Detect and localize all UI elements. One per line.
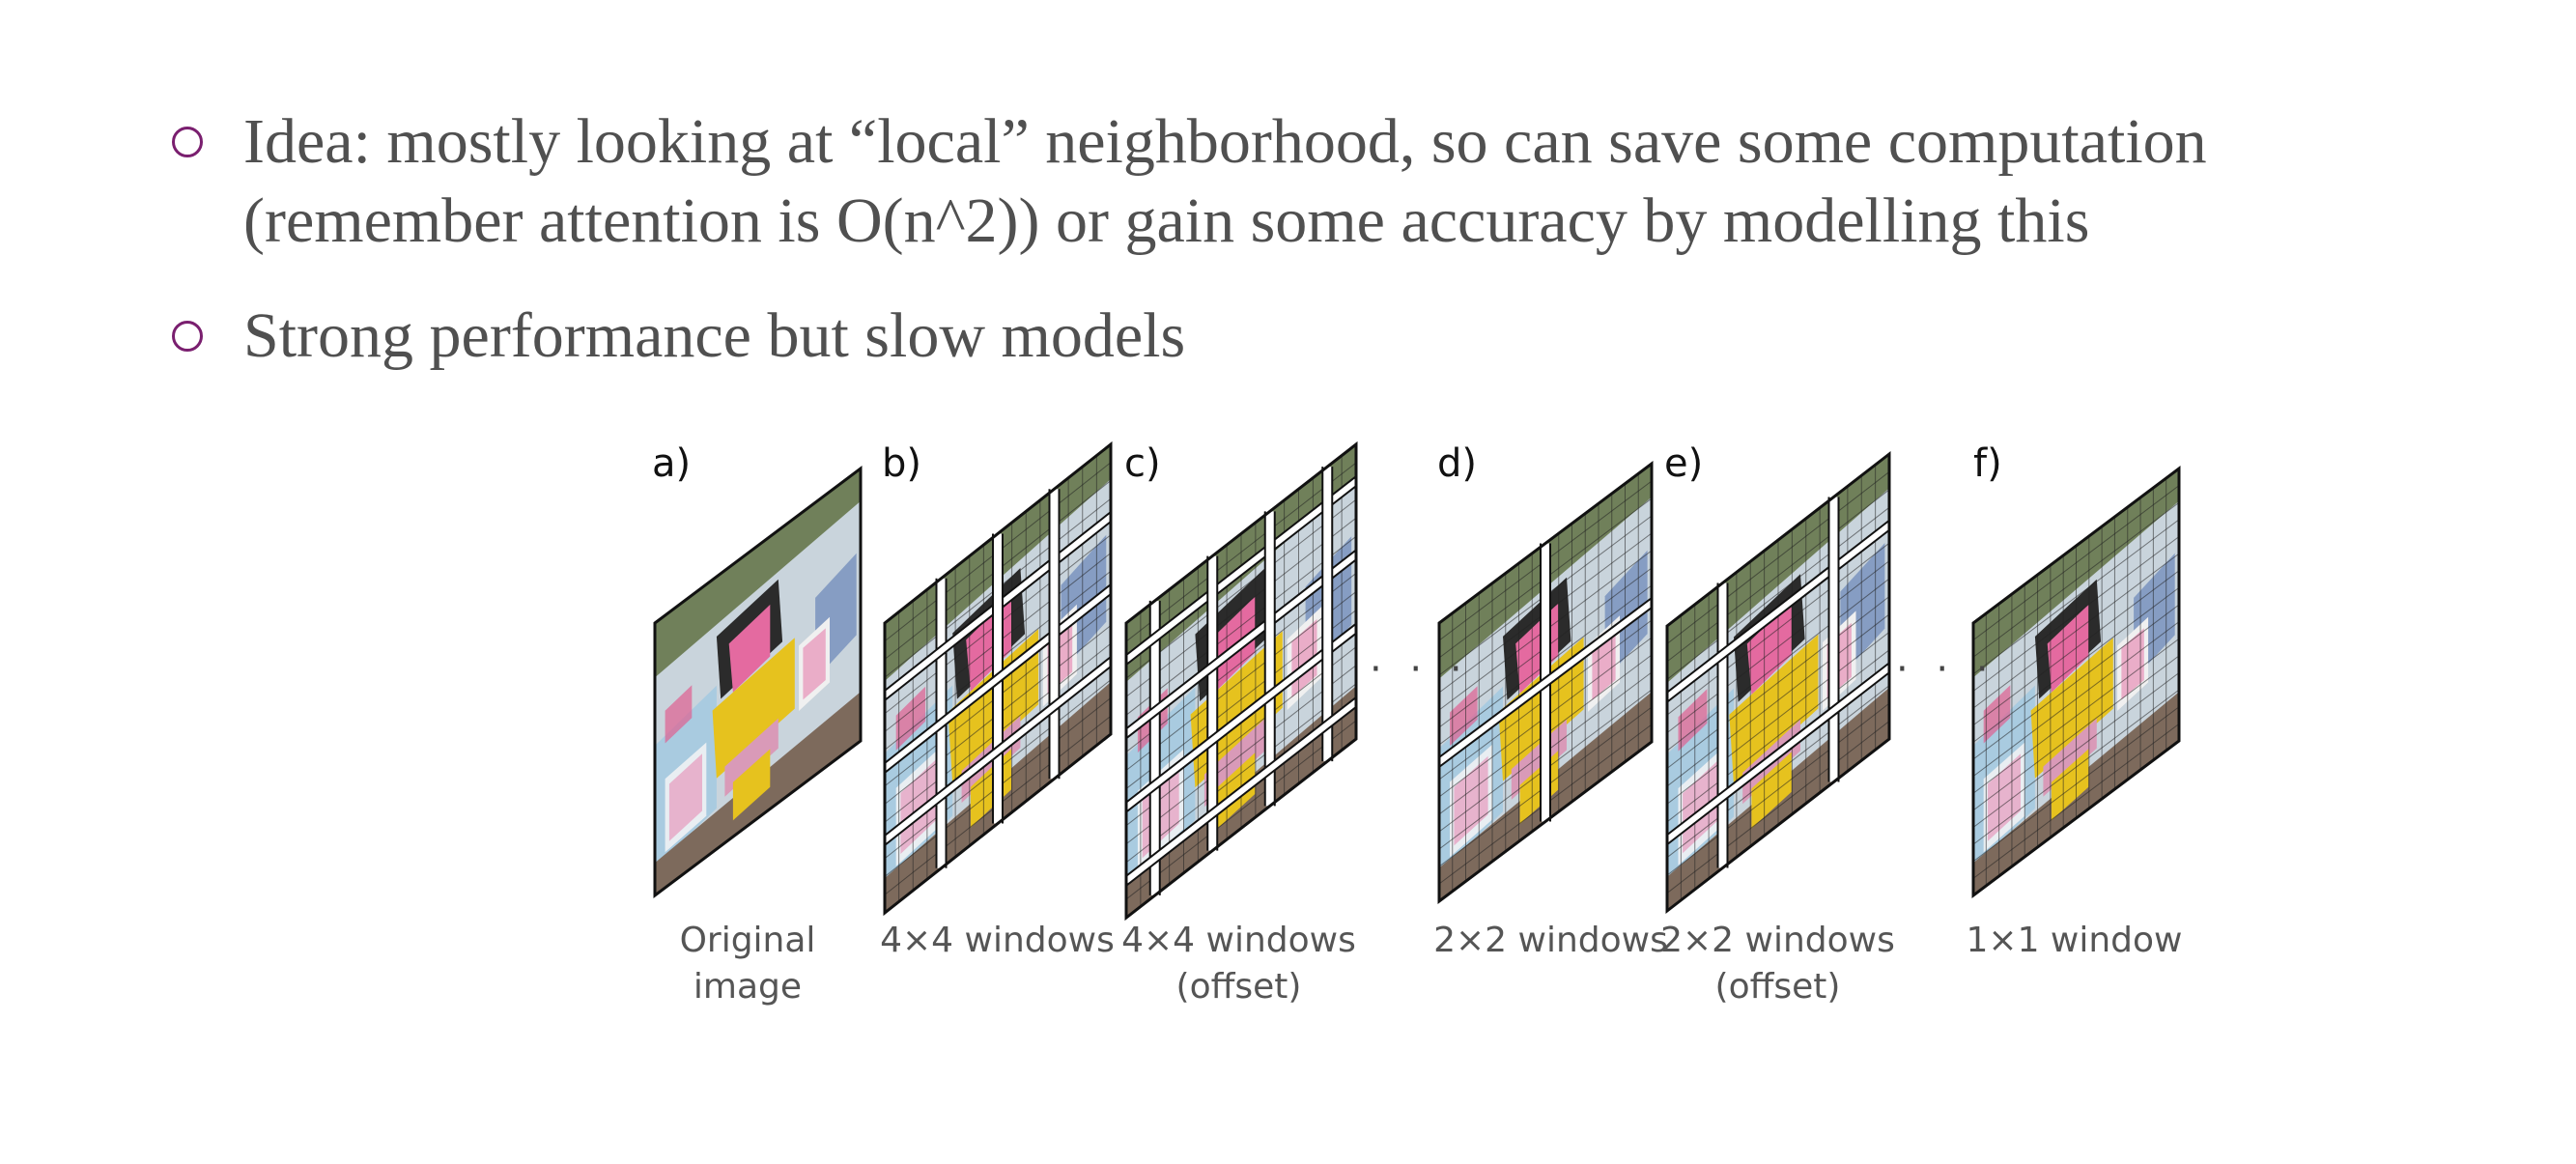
panel-caption: 4×4 windows xyxy=(879,918,1116,964)
bullet-circle-icon xyxy=(172,127,203,157)
panel-letter: a) xyxy=(652,441,692,486)
bullet-item: Strong performance but slow models xyxy=(172,297,1185,376)
panel-letter: f) xyxy=(1973,441,2002,486)
caption-line: Original xyxy=(679,921,816,960)
ellipsis: · · · xyxy=(1370,647,1470,692)
bullet-text: Idea: mostly looking at “local” neighbor… xyxy=(243,102,2207,261)
bullet-line: Idea: mostly looking at “local” neighbor… xyxy=(243,106,2207,177)
panel-caption: 2×2 windows xyxy=(1432,918,1669,964)
panel-caption: Original image xyxy=(661,918,835,1010)
panel-image xyxy=(1436,461,1655,904)
caption-line: 4×4 windows xyxy=(880,921,1115,960)
panel-letter: d) xyxy=(1437,441,1477,486)
panel-image xyxy=(1971,465,2181,899)
panel-letter: c) xyxy=(1124,441,1161,486)
bullet-item: Idea: mostly looking at “local” neighbor… xyxy=(172,102,2207,261)
panel-image xyxy=(1123,440,1359,922)
caption-line: 4×4 windows xyxy=(1121,921,1356,960)
caption-line: image xyxy=(693,967,803,1007)
caption-line: (offset) xyxy=(1175,967,1302,1007)
panel-caption: 4×4 windows (offset) xyxy=(1120,918,1357,1010)
panel-image xyxy=(882,440,1114,917)
bullet-text: Strong performance but slow models xyxy=(243,297,1185,376)
panel-caption: 2×2 windows (offset) xyxy=(1659,918,1896,1010)
ellipsis: · · · xyxy=(1896,647,1996,692)
bullet-circle-icon xyxy=(172,321,203,352)
panel-letter: e) xyxy=(1664,441,1704,486)
bullet-line: Strong performance but slow models xyxy=(243,300,1186,371)
panel-image xyxy=(1664,450,1892,915)
panel-caption: 1×1 window xyxy=(1956,918,2193,964)
panel-image xyxy=(653,465,863,899)
caption-line: 2×2 windows xyxy=(1660,921,1895,960)
caption-line: 2×2 windows xyxy=(1433,921,1668,960)
panel-letter: b) xyxy=(882,441,921,486)
caption-line: 1×1 window xyxy=(1966,921,2183,960)
caption-line: (offset) xyxy=(1714,967,1841,1007)
bullet-line: (remember attention is O(n^2)) or gain s… xyxy=(243,185,2090,256)
